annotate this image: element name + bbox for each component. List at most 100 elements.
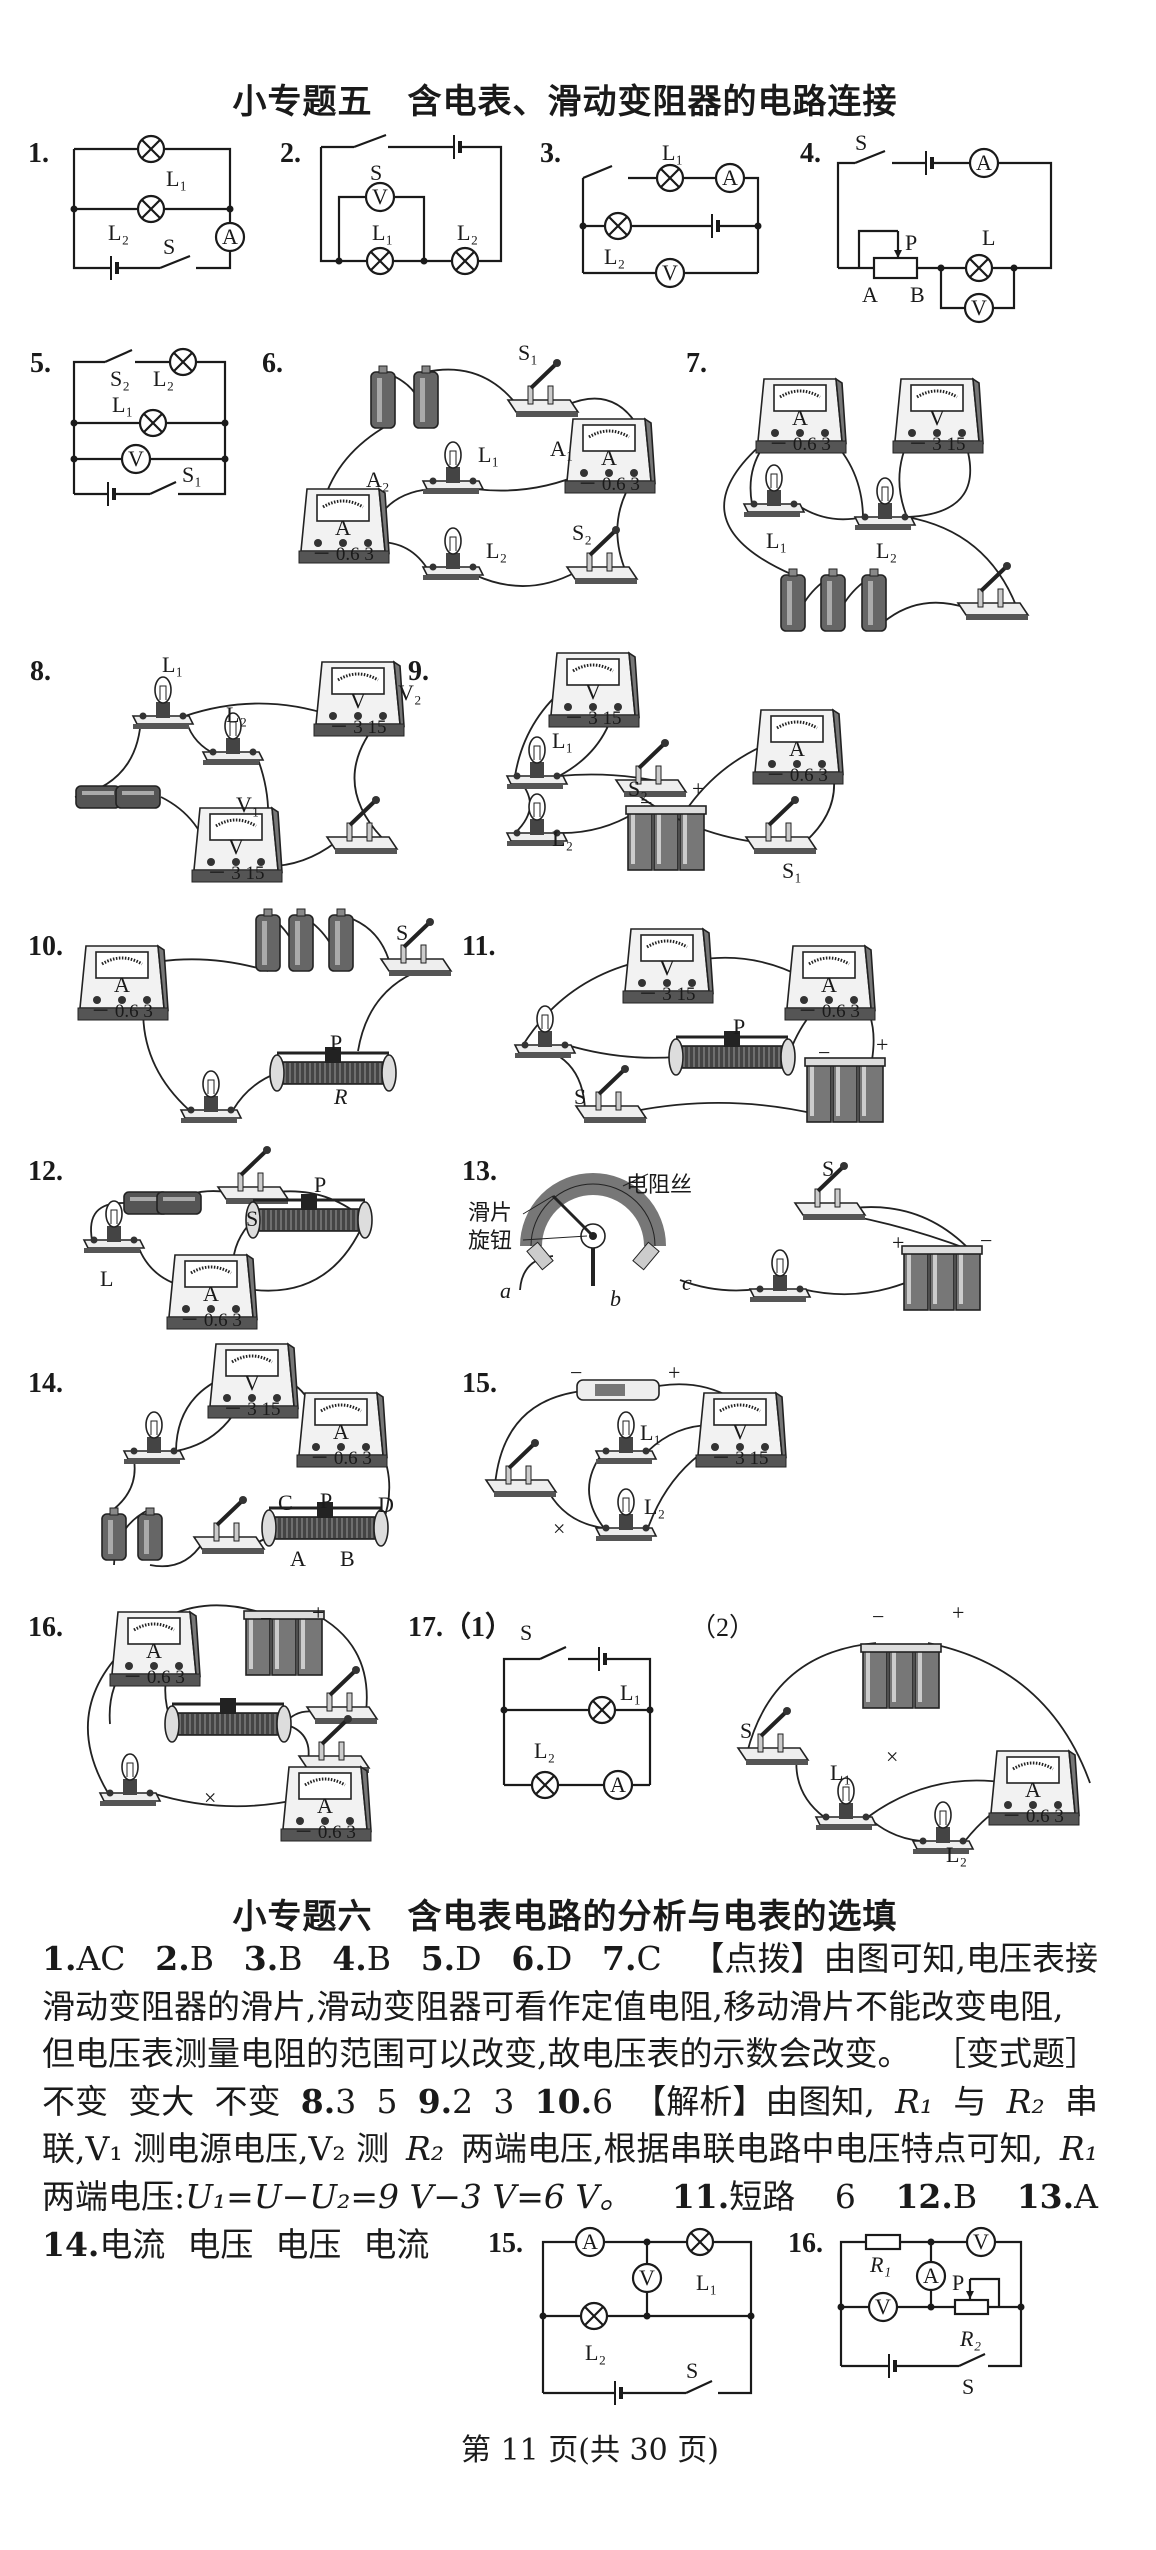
q-num: 10. xyxy=(534,2081,593,2121)
voltmeter: V－ 3 15 xyxy=(622,927,714,1005)
leader-line xyxy=(522,1235,588,1241)
meter-scale-arc xyxy=(646,939,688,949)
meter-scale-arc xyxy=(215,818,257,828)
battery-symbol xyxy=(711,214,720,238)
question-number: 17.（1） xyxy=(408,1610,513,1643)
resistance-wire-outline xyxy=(530,1183,656,1247)
bulb-terminal xyxy=(602,1447,610,1455)
meter-letter: V xyxy=(585,679,601,704)
bulb-terminal xyxy=(796,1285,804,1293)
switch-base-edge xyxy=(516,412,578,417)
bulb-base xyxy=(748,1288,812,1298)
bulb-base xyxy=(82,1239,146,1249)
meter-terminal xyxy=(800,996,808,1004)
wire xyxy=(993,268,1016,310)
rheostat-end xyxy=(373,1509,389,1547)
bulb-filament xyxy=(159,685,167,700)
bulb-socket xyxy=(878,503,892,519)
cell-cap xyxy=(263,908,273,917)
meter-letter: V xyxy=(929,405,945,430)
switch-base xyxy=(506,399,580,413)
wire xyxy=(605,1657,652,1785)
meter-terminal xyxy=(796,429,804,437)
battery-cell xyxy=(156,1191,202,1215)
resistor-symbol xyxy=(953,2298,990,2316)
voltmeter: V－ 3 15 xyxy=(191,806,283,884)
answer: B xyxy=(189,1939,215,1978)
bulb-filament xyxy=(776,1258,784,1273)
switch-lever xyxy=(529,362,558,390)
section5-title: 小专题五 含电表、滑动变阻器的电路连接 xyxy=(232,82,898,122)
battery-lid xyxy=(804,1057,886,1067)
rheostat-end xyxy=(276,1705,292,1743)
switch-base-edge xyxy=(966,615,1028,620)
bulb-filament xyxy=(881,486,889,501)
meter-terminal xyxy=(118,996,126,1004)
bulb-base-edge xyxy=(596,1459,652,1464)
label-l1: L₁ xyxy=(162,652,183,677)
meter-terminal xyxy=(296,1817,304,1825)
cell-cap xyxy=(869,568,879,577)
rheostat-end xyxy=(164,1705,180,1743)
bulb-filament xyxy=(533,745,541,760)
q-num: 6. xyxy=(511,1939,546,1978)
junction-dot xyxy=(643,2312,651,2320)
battery-pack xyxy=(901,1245,983,1311)
switch-lever xyxy=(597,1068,626,1096)
switch-post xyxy=(615,1091,622,1111)
battery-symbol xyxy=(614,2381,623,2405)
junction-dot xyxy=(70,419,78,427)
rheostat xyxy=(668,1031,796,1076)
battery-symbol xyxy=(107,482,116,506)
bulb-terminal xyxy=(170,1447,178,1455)
bulb-socket xyxy=(773,1275,787,1291)
meter-scale-arc xyxy=(916,389,958,399)
bulb-glass xyxy=(444,441,462,469)
meter-terminal xyxy=(321,1817,329,1825)
battery-cell xyxy=(255,908,281,972)
q-num: 5. xyxy=(420,1939,456,1978)
answer: 不变 xyxy=(42,2081,108,2121)
label-l2: L₂ xyxy=(226,702,247,727)
bulb-glass xyxy=(765,464,783,492)
rheostat-slider xyxy=(301,1194,317,1210)
wire xyxy=(867,1816,922,1842)
meter-dial xyxy=(184,1260,238,1288)
meter-base xyxy=(166,1316,258,1330)
answer-line-6: 两端电压:U₁=U−U₂=9 V−3 V=6 V。 11.短路 6 12.B 1… xyxy=(42,2173,1098,2221)
meter-letter: A xyxy=(923,2263,939,2288)
label-l1: L₁ xyxy=(830,1760,851,1785)
question-number: 11. xyxy=(462,931,495,962)
answer: D xyxy=(455,1939,482,1978)
cell-cap xyxy=(336,908,346,917)
wire xyxy=(744,176,760,273)
light-bulb xyxy=(421,441,485,494)
switch-lever xyxy=(759,1710,788,1738)
bulb-filament xyxy=(229,721,237,736)
leader-line xyxy=(622,1173,649,1187)
meter-scale-arc xyxy=(337,672,379,682)
wire xyxy=(939,268,965,310)
meter-terminal xyxy=(850,996,858,1004)
answer-item: 5.D xyxy=(421,1935,482,1983)
voltmeter-symbol: V xyxy=(364,181,396,213)
question-number: 4. xyxy=(800,138,821,169)
meter-terminal xyxy=(711,1443,719,1451)
label-p: P xyxy=(952,2270,964,2295)
lamp-symbol xyxy=(138,408,168,438)
meter-scale-arc xyxy=(776,720,818,730)
bulb-base xyxy=(421,566,485,576)
answer: 变大 xyxy=(128,2081,195,2121)
label-l1: L₁ xyxy=(640,1420,661,1445)
bulb-terminal xyxy=(901,513,909,521)
diagram-labels: 1. 2. 3. 4. 5. 6. 7. 8. 9. 10. 11. 12. 1… xyxy=(28,130,995,2399)
answer: 短路 xyxy=(729,2176,796,2216)
label-l: L xyxy=(982,225,995,250)
meter-letter: A xyxy=(317,1793,333,1818)
label-s: S xyxy=(574,1084,586,1109)
cell-body xyxy=(156,1191,202,1215)
meter-terminal xyxy=(580,469,588,477)
question-number: 13. xyxy=(462,1156,497,1187)
label-l2: L₂ xyxy=(585,2340,606,2365)
cell-cap xyxy=(296,908,306,917)
